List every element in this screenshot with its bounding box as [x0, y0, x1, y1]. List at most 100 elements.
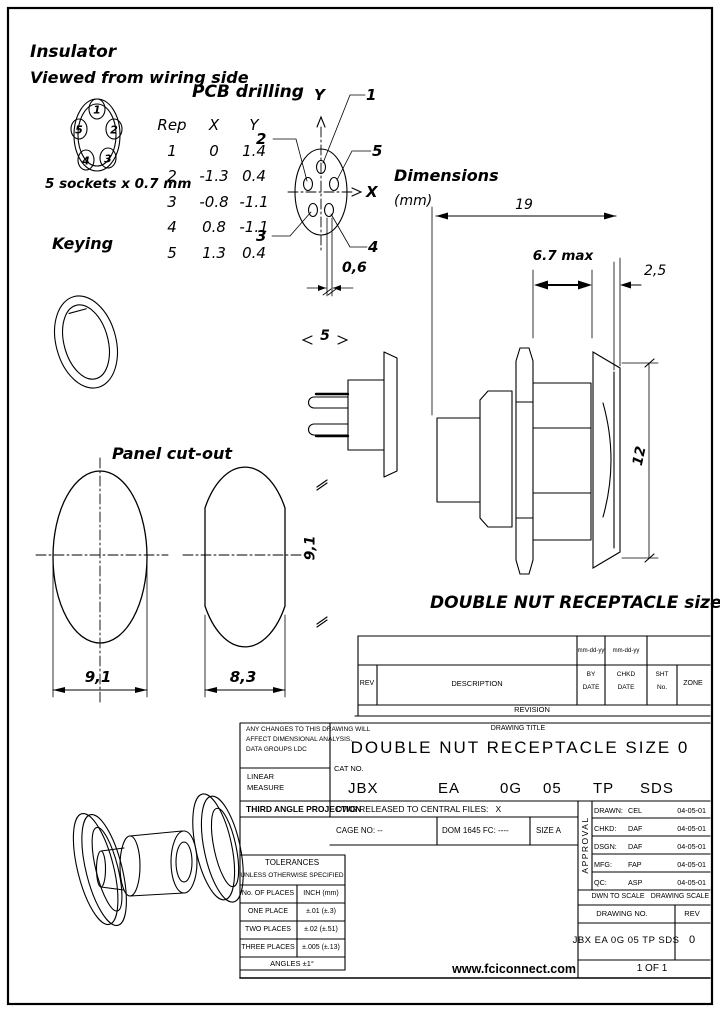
pcb-cell: -1.3 — [199, 167, 229, 185]
approval-name: DAF — [628, 823, 643, 833]
drill-callout-3: 3 — [256, 227, 267, 245]
product-title: DOUBLE NUT RECEPTACLE size 0 — [430, 593, 720, 613]
approval-name: FAP — [628, 859, 642, 869]
approval-row: DSGN: DAF 04-05-01 — [594, 837, 708, 855]
approval-row: DRAWN: CEL 04-05-01 — [594, 801, 708, 819]
rear-view — [301, 335, 398, 628]
tol-value-1: ±.01 (±.3) — [306, 908, 336, 915]
measure-label-line2: MEASURE — [247, 783, 285, 792]
rev-col-chkd-date: DATE — [617, 684, 635, 691]
pcb-cell: 1 — [167, 141, 177, 160]
drawing-no-label: DRAWING NO. — [596, 909, 648, 918]
pin-diameter-dim: 0,6 — [342, 260, 367, 276]
size-field: SIZE A — [536, 826, 561, 835]
socket-number-4: 4 — [82, 154, 90, 168]
change-note-line2: AFFECT DIMENSIONAL ANALYSIS, — [246, 736, 353, 743]
angles-tolerance: ANGLES ±1° — [270, 959, 314, 968]
pcb-drilling-title: PCB drilling — [192, 82, 304, 102]
approval-role: MFG: — [594, 859, 612, 869]
dim-thread-length: 6.7 max — [532, 248, 594, 264]
drawing-title-label: DRAWING TITLE — [490, 725, 546, 732]
pcb-cell: 0.4 — [242, 243, 266, 262]
pcb-cell: 0.8 — [202, 218, 226, 236]
tol-col-inch-mm: INCH (mm) — [303, 890, 339, 897]
drill-callout-2: 2 — [256, 130, 267, 148]
socket-number-5: 5 — [75, 123, 83, 137]
insulator-title: Insulator — [30, 42, 117, 62]
approval-name: ASP — [628, 877, 643, 887]
approval-date: 04-05-01 — [677, 841, 706, 851]
approval-row: CHKD: DAF 04-05-01 — [594, 819, 708, 837]
cat-no-seg-1: JBX — [348, 780, 379, 797]
insulator-diagram — [70, 98, 123, 172]
drill-callout-5: 5 — [372, 142, 383, 160]
rev-col-sht-no: No. — [656, 684, 668, 691]
revision-table-grid — [354, 635, 711, 717]
pcb-cell: 0.4 — [242, 167, 266, 185]
tol-value-2: ±.02 (±.51) — [304, 926, 338, 933]
rev-chkd-date-format: mm-dd-yy — [612, 648, 640, 654]
drawing-title: DOUBLE NUT RECEPTACLE SIZE 0 — [350, 738, 690, 757]
dim-rear-height: 9,1 — [302, 535, 319, 561]
approval-date: 04-05-01 — [677, 859, 706, 869]
socket-number-2: 2 — [110, 123, 118, 137]
dim-cutout-flat: 8,3 — [229, 668, 257, 686]
released-label: DWG RELEASED TO CENTRAL FILES: X — [336, 804, 502, 814]
dimensions-unit: (mm) — [394, 193, 433, 209]
cat-no-seg-4: 05 — [543, 780, 562, 797]
change-note-line3: DATA GROUPS LDC — [246, 746, 307, 753]
tolerances-subtitle: UNLESS OTHERWISE SPECIFIED — [240, 872, 344, 879]
cat-no-label: CAT NO. — [334, 764, 364, 773]
pcb-header-y: Y — [249, 116, 259, 134]
measure-label-line1: LINEAR — [247, 772, 275, 781]
website-url: www.fciconnect.com — [452, 962, 576, 976]
dim-panel-thickness: 2,5 — [644, 263, 667, 279]
approval-role: DSGN: — [594, 841, 617, 851]
tol-places-2: TWO PLACES — [245, 926, 291, 933]
projection-label: THIRD ANGLE PROJECTION — [246, 804, 362, 814]
approval-name: DAF — [628, 841, 643, 851]
rev-col-by-date: DATE — [582, 684, 600, 691]
drill-callout-4: 4 — [368, 238, 379, 256]
change-note-line1: ANY CHANGES TO THIS DRAWING WILL — [246, 726, 371, 733]
cat-no-seg-3: 0G — [500, 780, 523, 797]
pcb-cell: -0.8 — [199, 192, 229, 211]
panel-cutout-right — [182, 466, 308, 698]
pcb-cell: 5 — [167, 243, 177, 262]
pcb-cell: -1.1 — [239, 218, 269, 236]
rev-col-description: DESCRIPTION — [451, 679, 503, 688]
approval-row: MFG: FAP 04-05-01 — [594, 855, 708, 873]
keying-label: Keying — [52, 234, 114, 253]
dim-cutout-round: 9,1 — [84, 668, 112, 686]
tol-places-3: THREE PLACES — [241, 944, 295, 951]
pcb-drilling-table: Rep X Y 1 0 1.4 2 -1.3 0.4 3 -0.8 -1.1 4… — [150, 116, 274, 269]
sockets-note: 5 sockets x 0.7 mm — [45, 176, 192, 192]
approval-date: 04-05-01 — [677, 805, 706, 815]
dimensions-title: Dimensions — [394, 166, 499, 185]
panel-cutout-left — [35, 457, 169, 703]
pcb-cell: 0 — [209, 141, 219, 160]
dimension-lines — [431, 206, 642, 416]
dom-field: DOM 1645 FC: ---- — [442, 826, 509, 835]
tol-value-3: ±.005 (±.13) — [302, 944, 340, 951]
tolerances-title: TOLERANCES — [264, 858, 320, 867]
dim-overall-length: 19 — [515, 197, 533, 213]
approval-date: 04-05-01 — [677, 823, 706, 833]
title-block-grid — [239, 722, 711, 979]
dwn-scale-label: DWN TO SCALE — [591, 893, 645, 900]
pcb-cell: 1.3 — [202, 243, 226, 262]
cage-no: CAGE NO: -- — [336, 826, 383, 835]
keying-diagram — [54, 295, 118, 389]
approval-role: QC: — [594, 877, 607, 887]
side-view — [436, 347, 659, 575]
drawing-no-value: JBX EA 0G 05 TP SDS — [572, 935, 680, 946]
axis-y-label: Y — [314, 86, 325, 104]
axis-x-label: X — [366, 183, 378, 201]
drill-callout-1: 1 — [366, 86, 377, 104]
rev-col-sht: SHT — [655, 671, 669, 678]
panel-cutout-title: Panel cut-out — [112, 444, 232, 463]
cat-no-seg-2: EA — [438, 780, 461, 797]
rev-label: REV — [684, 909, 700, 918]
cat-no-seg-6: SDS — [640, 780, 674, 797]
